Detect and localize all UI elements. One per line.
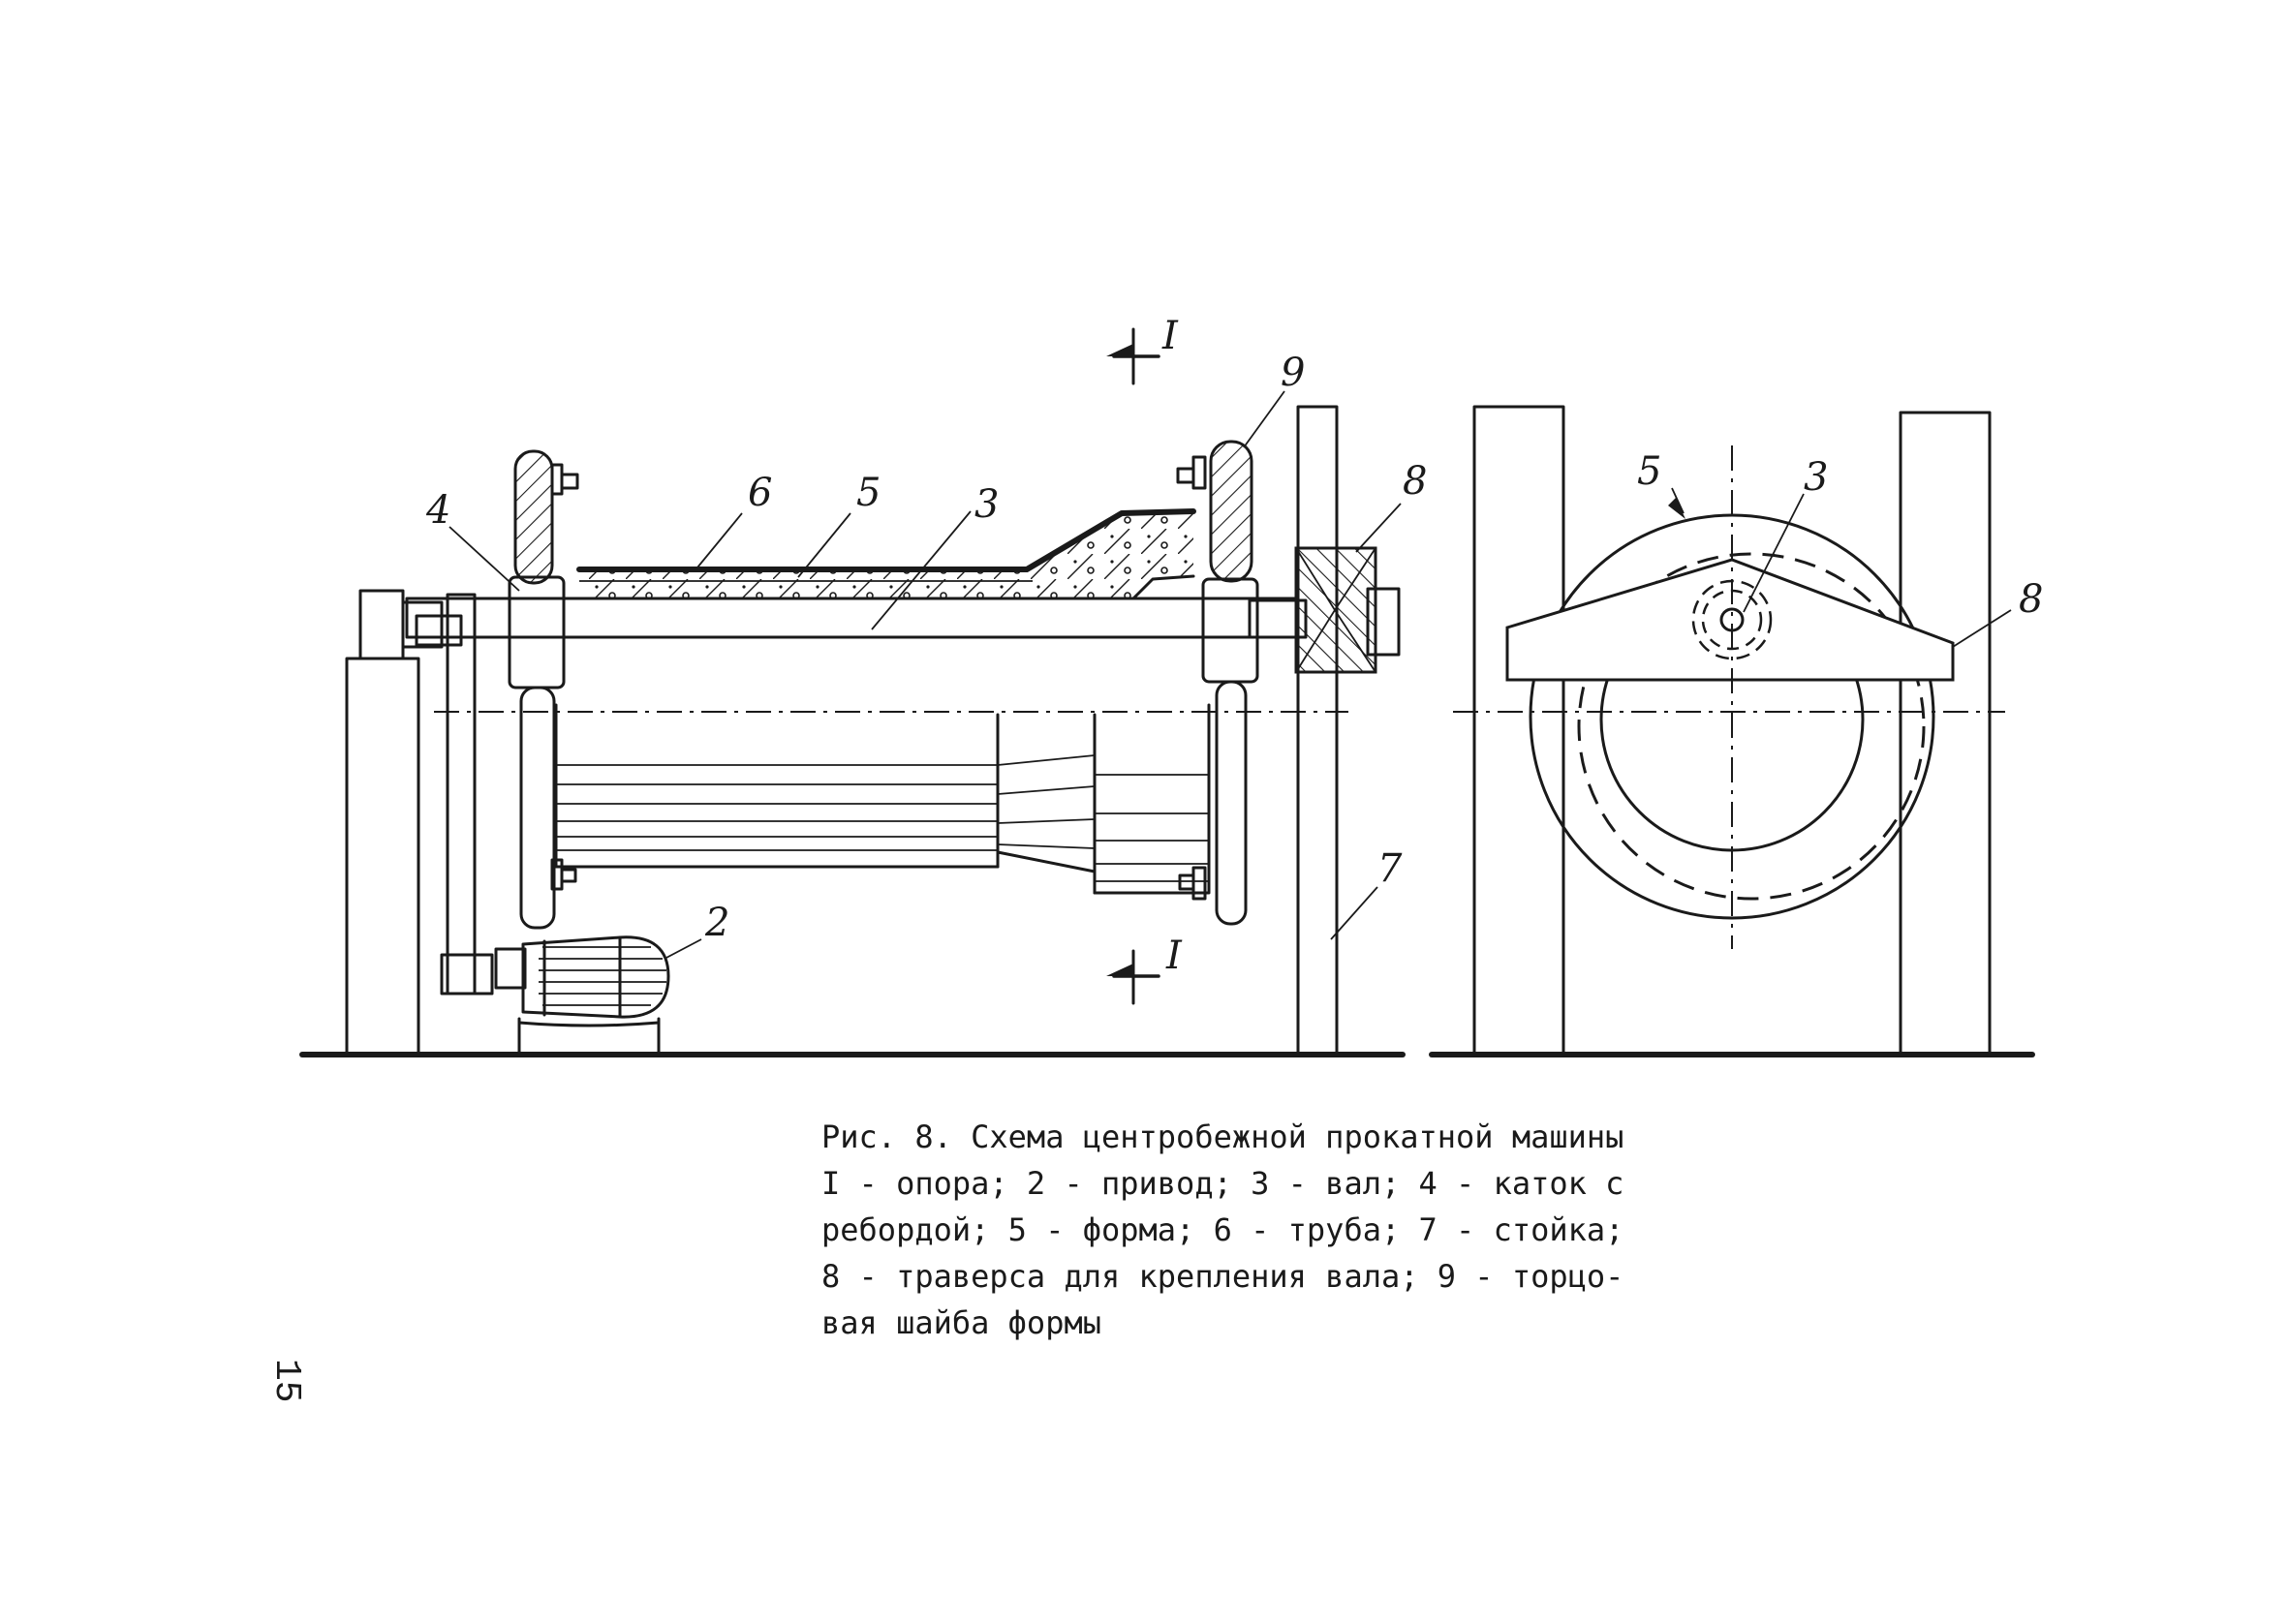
callout-7: 7 [1377, 846, 1403, 891]
section-label-bottom: I [1165, 934, 1183, 978]
side-view: 4 6 5 3 9 8 7 2 I I [299, 314, 1427, 1057]
section-view: 5 3 8 [1429, 405, 2043, 1057]
section-label-top: I [1161, 314, 1179, 358]
roller-dashed-circle [1577, 552, 1926, 901]
support-left [345, 589, 444, 1057]
section-mark-bottom [1106, 949, 1160, 1005]
caption-line-4: 8 - траверса для крепления вала; 9 - тор… [821, 1258, 1624, 1295]
callout-6: 6 [748, 471, 772, 515]
callout-8-side: 8 [1403, 459, 1427, 504]
roller-with-flange-right [1176, 440, 1259, 926]
caption-line-1: Рис. 8. Схема центробежной прокатной маш… [821, 1118, 1624, 1155]
callout-4: 4 [425, 488, 450, 533]
callout-5-section: 5 [1637, 449, 1661, 494]
traverse-beam [1505, 558, 1955, 682]
roller-with-flange-left [508, 449, 579, 930]
section-mark-top [1106, 327, 1160, 385]
callout-9: 9 [1281, 351, 1305, 395]
caption-line-5: вая шайба формы [821, 1304, 1101, 1341]
stand-right-section [1899, 411, 1992, 1057]
electric-motor [494, 935, 670, 1057]
caption-line-2: I - опора; 2 - привод; 3 - вал; 4 - като… [821, 1165, 1624, 1202]
callout-5: 5 [856, 471, 881, 515]
page-number: 15 [265, 1359, 307, 1403]
caption-line-3: ребордой; 5 - форма; 6 - труба; 7 - стой… [821, 1211, 1624, 1248]
stand-right [1296, 405, 1339, 1057]
stand-left-section [1472, 405, 1565, 1057]
form-body [554, 703, 1211, 895]
belt-drive [415, 593, 494, 996]
callout-8-section: 8 [2019, 577, 2043, 622]
pipe-section [576, 508, 1196, 600]
leader-lines-left [448, 390, 1402, 960]
figure-caption: Рис. 8. Схема центробежной прокатной маш… [821, 1114, 1635, 1346]
callout-3-side: 3 [974, 482, 999, 527]
callout-2: 2 [704, 901, 729, 945]
callout-3-section: 3 [1804, 455, 1828, 500]
